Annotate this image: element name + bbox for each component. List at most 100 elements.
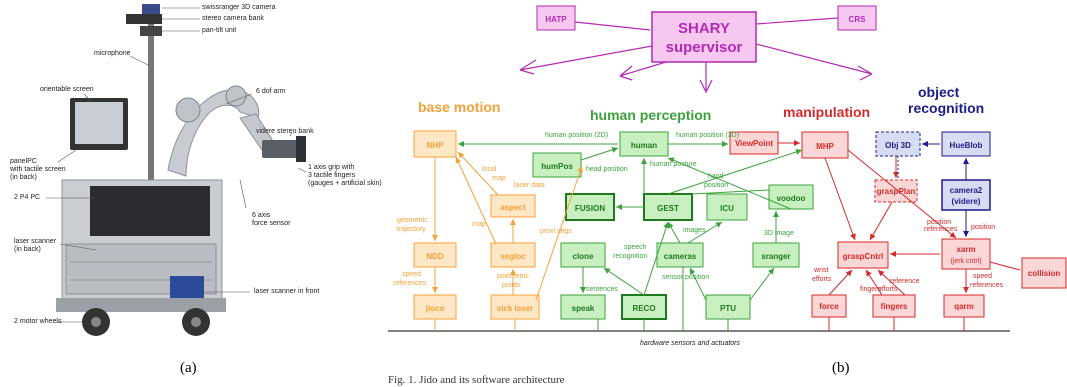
label-force-sensor: 6 axis force sensor	[252, 212, 291, 227]
svg-text:camera2: camera2	[950, 186, 983, 195]
svg-text:references: references	[924, 226, 958, 233]
svg-text:speed: speed	[402, 271, 421, 278]
node-voodoo: voodoo	[768, 184, 814, 210]
svg-text:xarm: xarm	[956, 245, 975, 254]
node-shary-line1: SHARY	[678, 20, 730, 37]
label-p4pc: 2 P4 PC	[14, 194, 41, 201]
svg-text:FUSION: FUSION	[575, 204, 605, 213]
node-graspplan: graspPlan	[874, 179, 918, 203]
svg-text:sensor position: sensor position	[662, 274, 709, 281]
svg-text:cameras: cameras	[664, 252, 697, 261]
svg-text:map: map	[472, 221, 486, 228]
label-swissranger: swissranger 3D camera	[202, 4, 276, 11]
svg-text:HueBlob: HueBlob	[950, 141, 983, 150]
label-laser-back: laser scanner (in back)	[14, 238, 57, 253]
label-videre: videre stereo bank	[256, 128, 314, 135]
robot-illustration	[46, 4, 307, 336]
header-manipulation: manipulation	[783, 104, 870, 120]
edge-labels: local map laser data map proxi segs geom…	[393, 132, 1004, 347]
label-grip: 1 axis grip with 3 tactile fingers (gaug…	[308, 164, 382, 187]
label-arm: 6 dof arm	[256, 88, 286, 95]
supervisor-arrows	[519, 17, 873, 94]
node-force: force	[811, 294, 847, 318]
svg-text:head position: head position	[586, 166, 628, 173]
swissranger-camera	[142, 4, 160, 14]
svg-text:sranger: sranger	[761, 252, 790, 261]
node-hatp	[536, 5, 576, 31]
node-clone: clone	[560, 242, 606, 268]
svg-text:voodoo: voodoo	[777, 194, 806, 203]
node-qarm: qarm	[943, 294, 985, 318]
svg-text:NDD: NDD	[426, 252, 444, 261]
node-fingers: fingers	[872, 294, 916, 318]
svg-text:position: position	[971, 224, 995, 231]
svg-text:PTU: PTU	[720, 304, 736, 313]
svg-text:3D image: 3D image	[764, 230, 794, 237]
svg-text:wrist: wrist	[813, 267, 828, 274]
svg-text:efforts: efforts	[878, 286, 898, 293]
svg-text:points: points	[502, 282, 521, 289]
svg-text:position: position	[704, 182, 728, 189]
node-icu: ICU	[706, 193, 748, 221]
node-sick-laser: sick laser	[490, 294, 540, 320]
orientable-screen	[70, 98, 128, 150]
svg-text:clone: clone	[573, 252, 594, 261]
node-sranger: sranger	[752, 242, 800, 268]
svg-text:qarm: qarm	[954, 302, 974, 311]
svg-text:(videre): (videre)	[952, 197, 981, 206]
header-object-recognition-2: recognition	[908, 100, 984, 116]
svg-text:fingers: fingers	[881, 302, 908, 311]
svg-text:GEST: GEST	[657, 204, 679, 213]
svg-text:sick laser: sick laser	[497, 304, 533, 313]
node-graspcntrl: graspCntrl	[837, 241, 889, 269]
header-base-motion: base motion	[418, 99, 500, 115]
svg-text:references: references	[970, 282, 1004, 289]
node-ptu: PTU	[705, 294, 751, 320]
svg-text:human position (2D): human position (2D)	[545, 132, 608, 139]
node-obj3d: Obj 3D	[875, 131, 921, 157]
pan-tilt-unit	[140, 26, 162, 36]
svg-text:Obj 3D: Obj 3D	[885, 141, 911, 150]
node-shary	[651, 11, 757, 63]
svg-text:recognition: recognition	[613, 253, 647, 260]
caption-a: (a)	[180, 360, 197, 376]
robot-base	[56, 179, 226, 336]
svg-text:local: local	[482, 166, 497, 173]
node-mhp: MHP	[801, 131, 849, 159]
svg-text:laser data: laser data	[514, 182, 545, 189]
node-camera2: camera2 (videre)	[941, 179, 991, 211]
svg-text:NHP: NHP	[427, 141, 445, 150]
svg-text:images: images	[683, 227, 706, 234]
node-collision: collision	[1021, 257, 1067, 289]
svg-text:RECO: RECO	[632, 304, 655, 313]
label-wheels: 2 motor wheels	[14, 318, 62, 325]
svg-text:ViewPoint: ViewPoint	[735, 139, 773, 148]
node-human: human	[619, 131, 669, 157]
node-reco: RECO	[621, 294, 667, 320]
svg-text:aspect: aspect	[500, 203, 526, 212]
label-microphone: microphone	[94, 50, 131, 57]
svg-text:(jerk cntrl): (jerk cntrl)	[950, 258, 981, 265]
node-humpos: humPos	[532, 152, 582, 178]
svg-text:position: position	[927, 219, 951, 226]
label-screen: orientable screen	[40, 86, 94, 93]
svg-text:jloco: jloco	[425, 304, 445, 313]
svg-text:references: references	[393, 280, 427, 287]
node-nhp: NHP	[413, 130, 457, 158]
svg-text:speak: speak	[572, 304, 595, 313]
svg-text:graspCntrl: graspCntrl	[843, 252, 883, 261]
caption-b: (b)	[832, 360, 850, 376]
svg-text:geometric: geometric	[397, 217, 428, 224]
node-shary-line2: supervisor	[666, 39, 743, 56]
svg-text:human position (3D): human position (3D)	[676, 132, 739, 139]
figure-caption: Fig. 1. Jido and its software architectu…	[388, 374, 565, 386]
svg-text:proxi segs: proxi segs	[540, 228, 572, 235]
node-ndd: NDD	[413, 242, 457, 268]
node-fusion: FUSION	[565, 193, 615, 221]
header-object-recognition-1: object	[918, 84, 960, 100]
svg-text:reference: reference	[890, 278, 920, 285]
svg-text:hand: hand	[708, 173, 724, 180]
node-hatp-label: HATP	[545, 15, 567, 24]
svg-text:segloc: segloc	[500, 252, 526, 261]
